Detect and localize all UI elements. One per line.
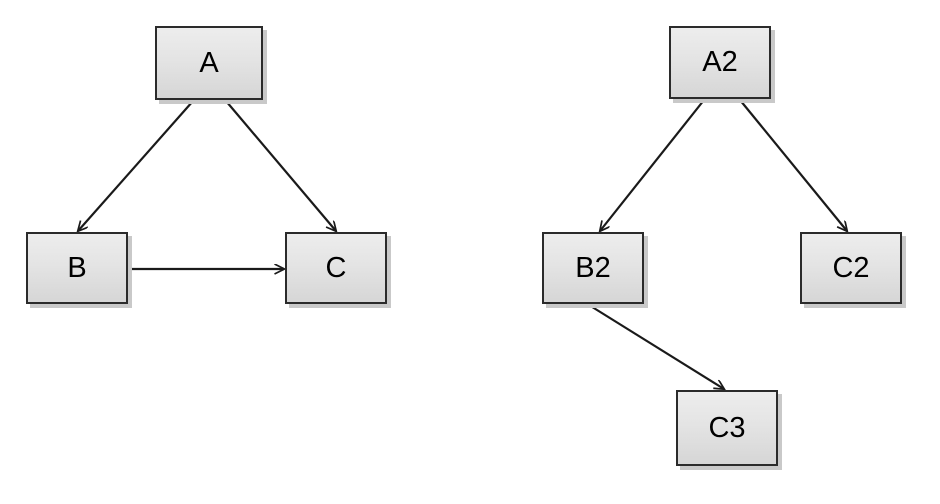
edge-b2-to-c3 — [588, 304, 724, 389]
node-label-c3: C3 — [708, 411, 746, 444]
edge-a2-to-c2 — [739, 99, 847, 231]
node-label-a: A — [199, 46, 219, 79]
node-c[interactable]: C — [285, 232, 387, 304]
node-a2[interactable]: A2 — [669, 26, 771, 99]
node-label-b: B — [67, 251, 87, 284]
edge-a-to-b — [78, 100, 194, 231]
edge-a2-to-b2 — [600, 99, 705, 231]
node-a[interactable]: A — [155, 26, 263, 100]
node-label-b2: B2 — [575, 251, 611, 284]
node-label-a2: A2 — [702, 46, 738, 78]
node-label-c: C — [325, 251, 347, 284]
node-b2[interactable]: B2 — [542, 232, 644, 304]
node-label-c2: C2 — [832, 251, 870, 284]
edge-a-to-c — [225, 100, 336, 231]
node-c2[interactable]: C2 — [800, 232, 902, 304]
node-b[interactable]: B — [26, 232, 128, 304]
node-c3[interactable]: C3 — [676, 390, 778, 466]
